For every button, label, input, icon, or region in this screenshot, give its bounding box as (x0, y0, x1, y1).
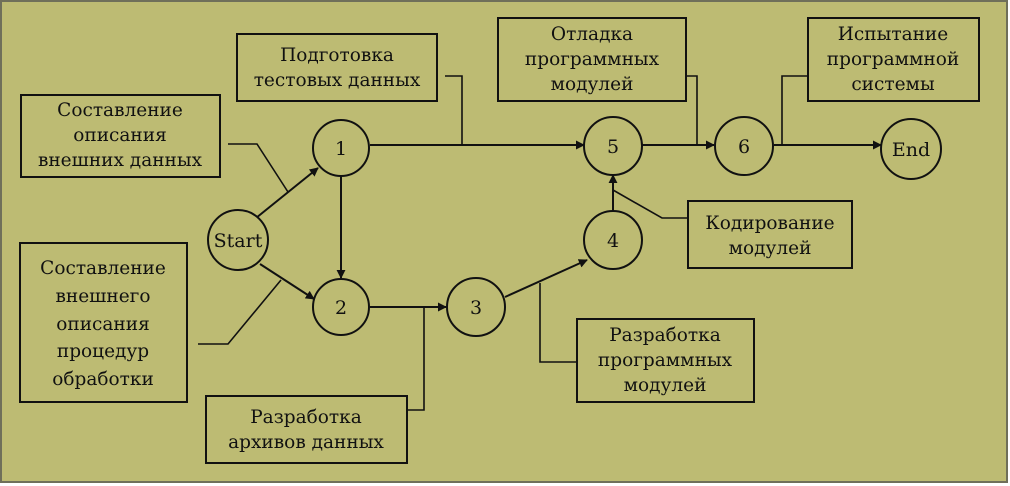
node-end-label: End (892, 139, 930, 161)
box-debug-modules-line-3: модулей (551, 74, 634, 95)
box-develop-archives-line-2: архивов данных (228, 432, 384, 453)
node-5-label: 5 (607, 136, 619, 158)
box-develop-archives: Разработка архивов данных (205, 395, 408, 464)
box-debug-modules: Отладка программных модулей (497, 17, 687, 102)
connector-develop-modules (539, 283, 577, 363)
box-test-data-line-1: Подготовка (280, 45, 394, 66)
box-develop-modules-line-2: программных (598, 350, 733, 371)
box-external-data-line-2: описания (73, 125, 167, 146)
box-system-testing-line-3: системы (851, 74, 935, 95)
connector-debug-modules (686, 75, 698, 145)
box-coding-modules: Кодирование модулей (687, 200, 853, 269)
box-external-procedures-line-1: Составление (40, 258, 166, 279)
node-end: End (880, 118, 942, 180)
edge-3-4 (504, 259, 588, 298)
edge-start-1 (255, 167, 319, 219)
box-debug-modules-line-1: Отладка (551, 24, 633, 45)
node-4-label: 4 (607, 230, 619, 252)
node-1-label: 1 (335, 138, 347, 160)
box-system-testing: Испытание программной системы (807, 17, 980, 102)
connector-develop-archives (407, 307, 425, 411)
node-1: 1 (312, 119, 370, 177)
node-6-label: 6 (738, 136, 750, 158)
node-3-label: 3 (470, 297, 482, 319)
box-external-procedures-line-4: процедур (57, 341, 149, 362)
box-test-data: Подготовка тестовых данных (236, 33, 438, 102)
node-4: 4 (583, 210, 643, 270)
box-coding-modules-line-2: модулей (729, 238, 812, 259)
node-5: 5 (583, 116, 643, 176)
node-2-label: 2 (335, 297, 347, 319)
connector-external-procedures (198, 279, 282, 345)
box-external-procedures-description: Составление внешнего описания процедур о… (19, 242, 188, 403)
box-coding-modules-line-1: Кодирование (705, 213, 834, 234)
connector-test-data (445, 75, 463, 145)
node-start: Start (207, 209, 269, 271)
node-start-label: Start (214, 230, 263, 252)
box-external-procedures-line-2: внешнего (55, 286, 150, 307)
box-external-data-description: Составление описания внешних данных (20, 94, 221, 178)
box-external-data-line-1: Составление (57, 100, 183, 121)
connector-system-testing (781, 75, 808, 145)
box-test-data-line-2: тестовых данных (254, 70, 421, 91)
box-external-procedures-line-3: описания (56, 314, 150, 335)
node-3: 3 (446, 277, 506, 337)
box-system-testing-line-2: программной (827, 49, 959, 70)
box-debug-modules-line-2: программных (525, 49, 660, 70)
connector-external-data (228, 143, 289, 193)
box-external-procedures-line-5: обработки (52, 369, 154, 390)
box-develop-modules-line-1: Разработка (609, 325, 721, 346)
edge-start-2 (259, 263, 315, 300)
box-develop-modules: Разработка программных модулей (576, 318, 755, 403)
node-6: 6 (714, 116, 774, 176)
node-2: 2 (312, 278, 370, 336)
box-develop-modules-line-3: модулей (624, 375, 707, 396)
box-system-testing-line-1: Испытание (838, 24, 948, 45)
box-develop-archives-line-1: Разработка (250, 407, 362, 428)
connector-coding-modules (612, 189, 688, 219)
box-external-data-line-3: внешних данных (38, 150, 203, 171)
